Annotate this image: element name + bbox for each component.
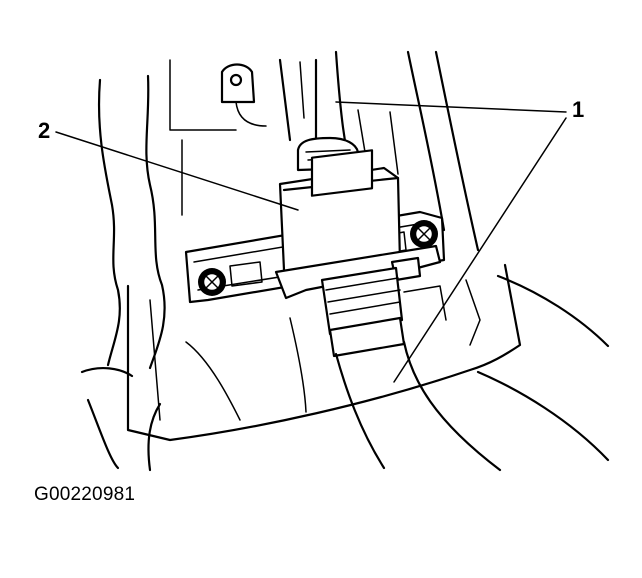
figure-id-label: G00220981 bbox=[34, 484, 136, 505]
callout-2-number: 2 bbox=[38, 118, 50, 143]
wiring-harness bbox=[320, 266, 502, 472]
electronic-module bbox=[274, 136, 442, 300]
callout-1: 1 bbox=[335, 97, 584, 383]
callout-1-number: 1 bbox=[572, 97, 584, 122]
callout-2: 2 bbox=[38, 118, 299, 211]
bolt-right-icon bbox=[410, 220, 438, 248]
bolt-left-icon bbox=[198, 268, 226, 296]
